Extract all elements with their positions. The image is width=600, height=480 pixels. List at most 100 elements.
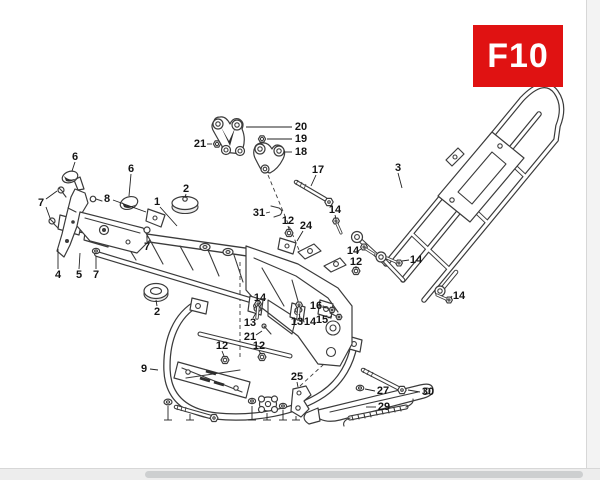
- rubber-grommet-lower: [143, 282, 169, 303]
- stud-21: [261, 323, 272, 335]
- nut-12d: [258, 354, 266, 361]
- part-label-30: 30: [407, 386, 434, 398]
- vertical-scrollbar-track[interactable]: [586, 0, 600, 480]
- bolt-14a: [333, 218, 343, 235]
- bolt-13-14-right: [295, 302, 302, 321]
- svg-text:14: 14: [453, 290, 466, 302]
- part-label-27: 27: [364, 385, 389, 397]
- bolt-14c: [385, 256, 402, 266]
- clip-31: [270, 205, 283, 218]
- part-label-8: 8: [104, 193, 147, 213]
- truncated-leader: [248, 406, 256, 421]
- bolt-14d: [435, 293, 452, 303]
- svg-text:16: 16: [310, 300, 322, 312]
- part-label-12: 12: [350, 256, 362, 268]
- screw-7d: [143, 226, 151, 239]
- part-label-14: 14: [450, 290, 466, 302]
- screw-7a: [57, 186, 67, 198]
- svg-text:7: 7: [38, 197, 44, 209]
- part-label-14: 14: [329, 204, 342, 220]
- svg-text:13: 13: [291, 316, 303, 328]
- bottom-washer-a: [164, 399, 172, 405]
- part-label-25: 25: [291, 371, 303, 388]
- part-label-16: 16: [310, 300, 327, 312]
- part-label-14: 14: [254, 292, 267, 306]
- part-label-24: 24: [296, 220, 313, 242]
- svg-text:12: 12: [282, 215, 294, 227]
- part-label-31: 31: [253, 207, 271, 219]
- stand-spacer: [356, 385, 364, 390]
- svg-text:14: 14: [347, 245, 360, 257]
- svg-text:20: 20: [295, 121, 307, 133]
- part-label-6: 6: [128, 163, 134, 197]
- svg-text:21: 21: [244, 331, 256, 343]
- part-label-14: 14: [304, 316, 317, 328]
- part-label-7: 7: [144, 236, 150, 253]
- screw-7c: [92, 248, 99, 253]
- part-label-29: 29: [366, 401, 390, 413]
- bottom-damper: [257, 395, 279, 414]
- screw-7b: [48, 217, 59, 229]
- svg-text:18: 18: [295, 146, 307, 158]
- part-label-1: 1: [154, 196, 178, 227]
- part-label-7: 7: [93, 256, 99, 281]
- truncated-leader: [263, 413, 271, 421]
- svg-text:12: 12: [216, 340, 228, 352]
- svg-text:2: 2: [154, 306, 160, 318]
- cap-right: [119, 195, 139, 211]
- part-label-17: 17: [310, 164, 324, 187]
- part-label-2: 2: [183, 183, 189, 199]
- cap-left: [61, 170, 79, 184]
- part-label-4: 4: [55, 249, 62, 281]
- horizontal-scrollbar-thumb[interactable]: [145, 471, 583, 478]
- nut-12a: [285, 230, 293, 237]
- svg-text:14: 14: [410, 254, 423, 266]
- fasteners: [164, 205, 452, 421]
- svg-text:6: 6: [128, 163, 134, 175]
- bolt-13-14-left: [254, 301, 261, 320]
- svg-text:4: 4: [55, 269, 62, 281]
- part-label-18: 18: [284, 146, 307, 158]
- figure-code: F10: [487, 36, 549, 75]
- part-label-12: 12: [253, 340, 265, 355]
- truncated-leader: [292, 416, 300, 421]
- svg-text:7: 7: [144, 241, 150, 253]
- svg-text:17: 17: [312, 164, 324, 176]
- stand-bracket: [290, 385, 312, 418]
- hanger-bracket-lower: [253, 142, 286, 174]
- svg-text:31: 31: [253, 207, 265, 219]
- hanger-nut-21: [213, 141, 220, 147]
- part-label-14: 14: [401, 254, 423, 266]
- left-plate: [76, 211, 151, 254]
- svg-text:14: 14: [304, 316, 317, 328]
- truncated-leader: [164, 406, 172, 421]
- horizontal-scrollbar-track[interactable]: [0, 468, 600, 480]
- part-label-12: 12: [216, 340, 228, 357]
- svg-text:25: 25: [291, 371, 303, 383]
- svg-text:30: 30: [422, 386, 434, 398]
- part-label-12: 12: [282, 215, 294, 230]
- rubber-pad-upper: [171, 195, 199, 215]
- bolt-16: [322, 305, 337, 315]
- svg-text:21: 21: [194, 138, 206, 150]
- svg-text:6: 6: [72, 151, 78, 163]
- bolt-14b: [361, 244, 376, 256]
- bottom-washer-c: [279, 403, 286, 408]
- svg-text:12: 12: [253, 340, 265, 352]
- part-label-15: 15: [316, 314, 333, 326]
- stand-pivot-bolt: [360, 367, 406, 394]
- figure-code-badge: F10: [473, 25, 563, 87]
- svg-text:8: 8: [104, 193, 110, 205]
- bottom-long-bolt: [173, 404, 218, 421]
- part-label-7: 7: [38, 190, 58, 219]
- nut-12b: [352, 268, 360, 275]
- svg-text:12: 12: [350, 256, 362, 268]
- part-label-6: 6: [71, 151, 78, 172]
- svg-text:1: 1: [154, 196, 160, 208]
- screw-8: [89, 195, 103, 203]
- part-label-13: 13: [291, 313, 303, 328]
- through-bolt: [293, 179, 333, 206]
- svg-text:27: 27: [377, 385, 389, 397]
